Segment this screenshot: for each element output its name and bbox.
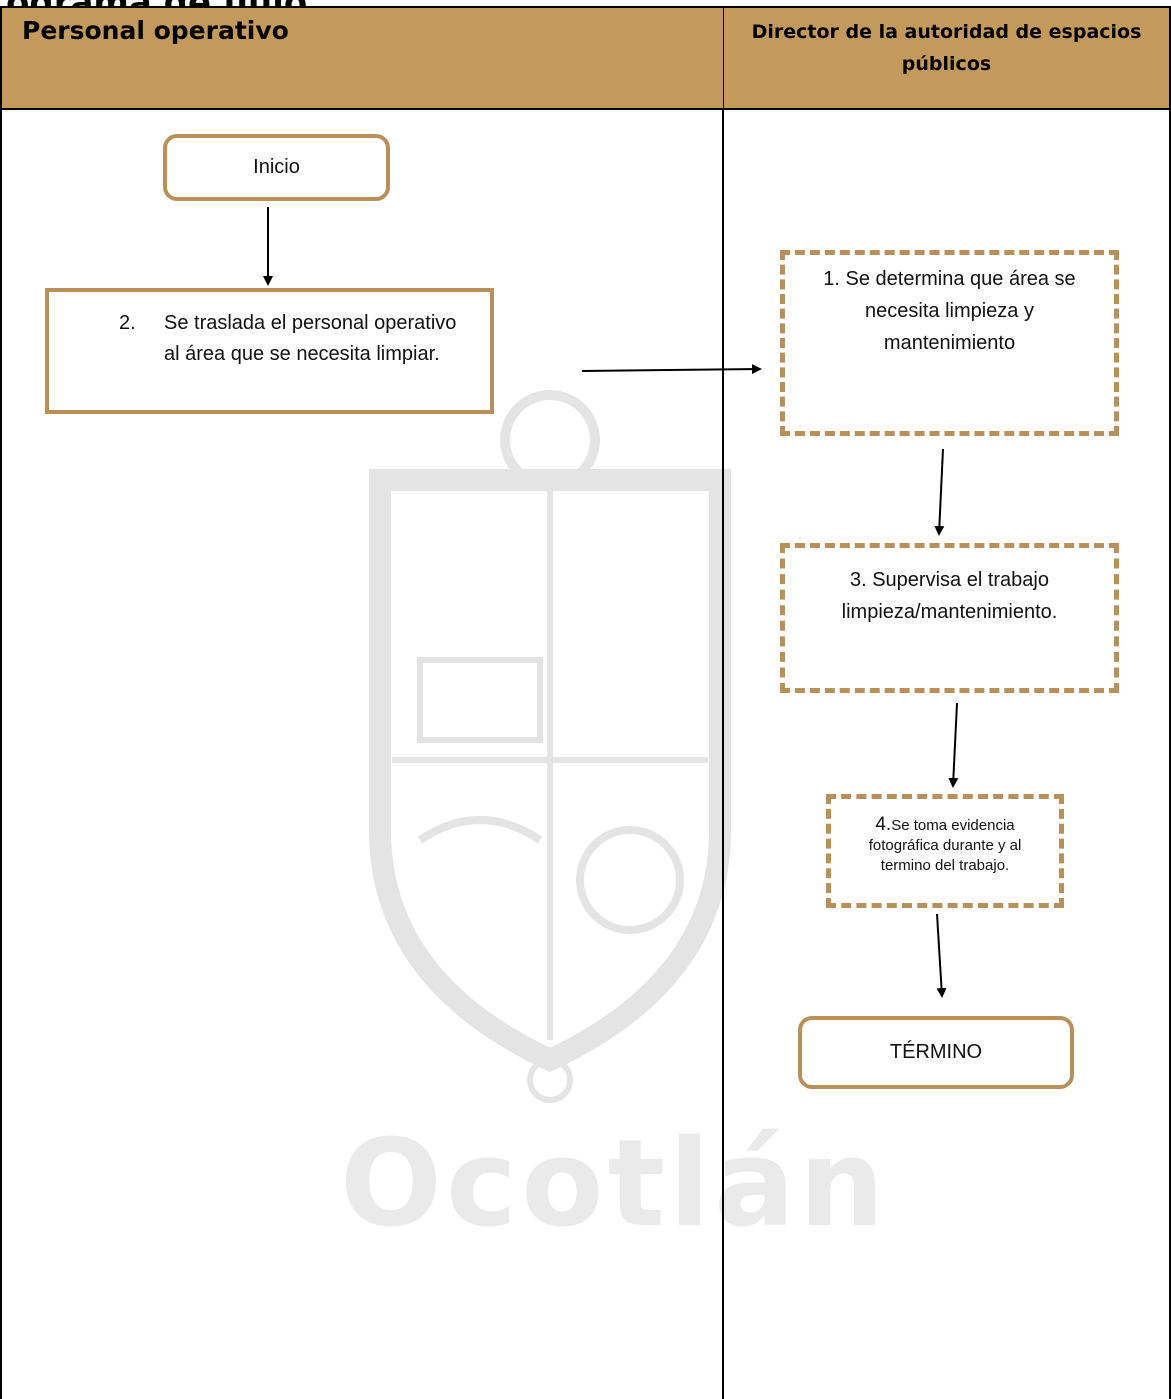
lane-header-left: Personal operativo bbox=[0, 6, 724, 110]
arrow-step2-to-step1 bbox=[581, 364, 762, 375]
lane-border-left bbox=[0, 110, 2, 1399]
lane-header-right: Director de la autoridad de espacios púb… bbox=[723, 6, 1171, 110]
step-4-number: 4. bbox=[875, 814, 892, 835]
lane-border-right bbox=[1169, 110, 1171, 1399]
arrow-step3-to-step4 bbox=[948, 702, 959, 788]
step-2-box: 2. Se traslada el personal operativo al … bbox=[45, 288, 494, 414]
step-4-box: 4.Se toma evidencia fotográfica durante … bbox=[826, 794, 1064, 908]
step-1-box: 1. Se determina que área se necesita lim… bbox=[780, 250, 1119, 436]
step-3-box: 3. Supervisa el trabajo limpieza/manteni… bbox=[780, 543, 1119, 693]
step-2-text: Se traslada el personal operativo al áre… bbox=[164, 312, 457, 365]
lane-title-personal-operativo: Personal operativo bbox=[22, 16, 289, 45]
start-node: Inicio bbox=[163, 134, 390, 201]
step-1-text: 1. Se determina que área se necesita lim… bbox=[823, 268, 1076, 354]
start-label: Inicio bbox=[253, 156, 300, 178]
arrow-step1-to-step3 bbox=[934, 448, 945, 536]
step-3-text: 3. Supervisa el trabajo limpieza/manteni… bbox=[841, 569, 1058, 623]
step-2-number: 2. bbox=[119, 312, 136, 334]
end-node: TÉRMINO bbox=[798, 1016, 1074, 1089]
lane-title-director: Director de la autoridad de espacios púb… bbox=[751, 21, 1142, 75]
arrow-step4-to-end bbox=[936, 913, 947, 998]
lane-divider bbox=[722, 110, 724, 1399]
step-4-text: Se toma evidencia fotográfica durante y … bbox=[868, 817, 1022, 874]
watermark-text: Ocotlán bbox=[340, 1115, 889, 1254]
end-label: TÉRMINO bbox=[889, 1041, 983, 1063]
coat-of-arms-watermark bbox=[369, 390, 731, 1103]
